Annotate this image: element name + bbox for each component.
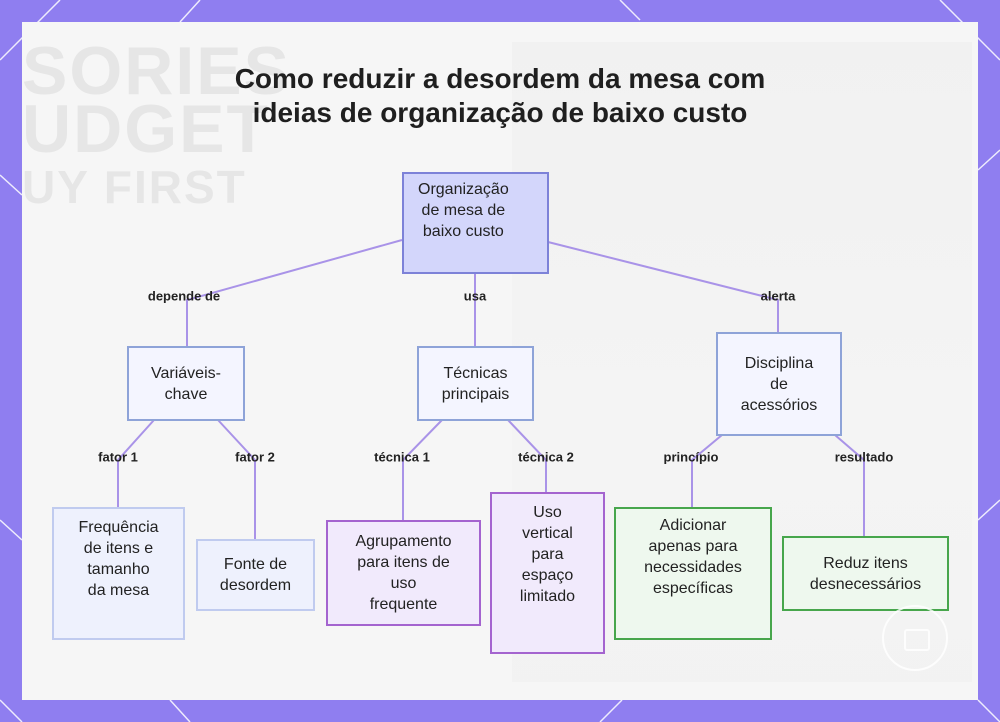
edge-label-depende-de: depende de [148, 289, 220, 304]
node-disciplina-acessorios: Disciplina de acessórios [716, 332, 842, 436]
node-tecnicas-principais: Técnicas principais [417, 346, 534, 421]
edge-tecnicas-agrupamento [403, 420, 442, 521]
watermark-logo-icon [882, 605, 948, 671]
node-uso-vertical: Uso vertical para espaço limitado [490, 492, 605, 654]
node-variaveis-chave: Variáveis- chave [127, 346, 245, 421]
edge-label-principio: princípio [664, 450, 719, 465]
node-agrupamento: Agrupamento para itens de uso frequente [326, 520, 481, 626]
node-frequencia-itens: Frequência de itens e tamanho da mesa [52, 507, 185, 640]
node-fonte-desordem: Fonte de desordem [196, 539, 315, 611]
node-adicionar-apenas: Adicionar apenas para necessidades espec… [614, 507, 772, 640]
edge-label-resultado: resultado [835, 450, 894, 465]
edge-label-alerta: alerta [761, 289, 796, 304]
edge-label-tecnica-2: técnica 2 [518, 450, 574, 465]
edge-label-fator-1: fator 1 [98, 450, 138, 465]
edge-disciplina-adicionar [692, 435, 722, 508]
node-root: Organização de mesa de baixo custo [402, 172, 549, 274]
edge-variaveis-fonte [218, 420, 255, 540]
node-reduz-itens: Reduz itens desnecessários [782, 536, 949, 611]
edge-label-tecnica-1: técnica 1 [374, 450, 430, 465]
edge-label-usa: usa [464, 289, 486, 304]
edge-root-disciplina [548, 242, 778, 333]
edge-label-fator-2: fator 2 [235, 450, 275, 465]
